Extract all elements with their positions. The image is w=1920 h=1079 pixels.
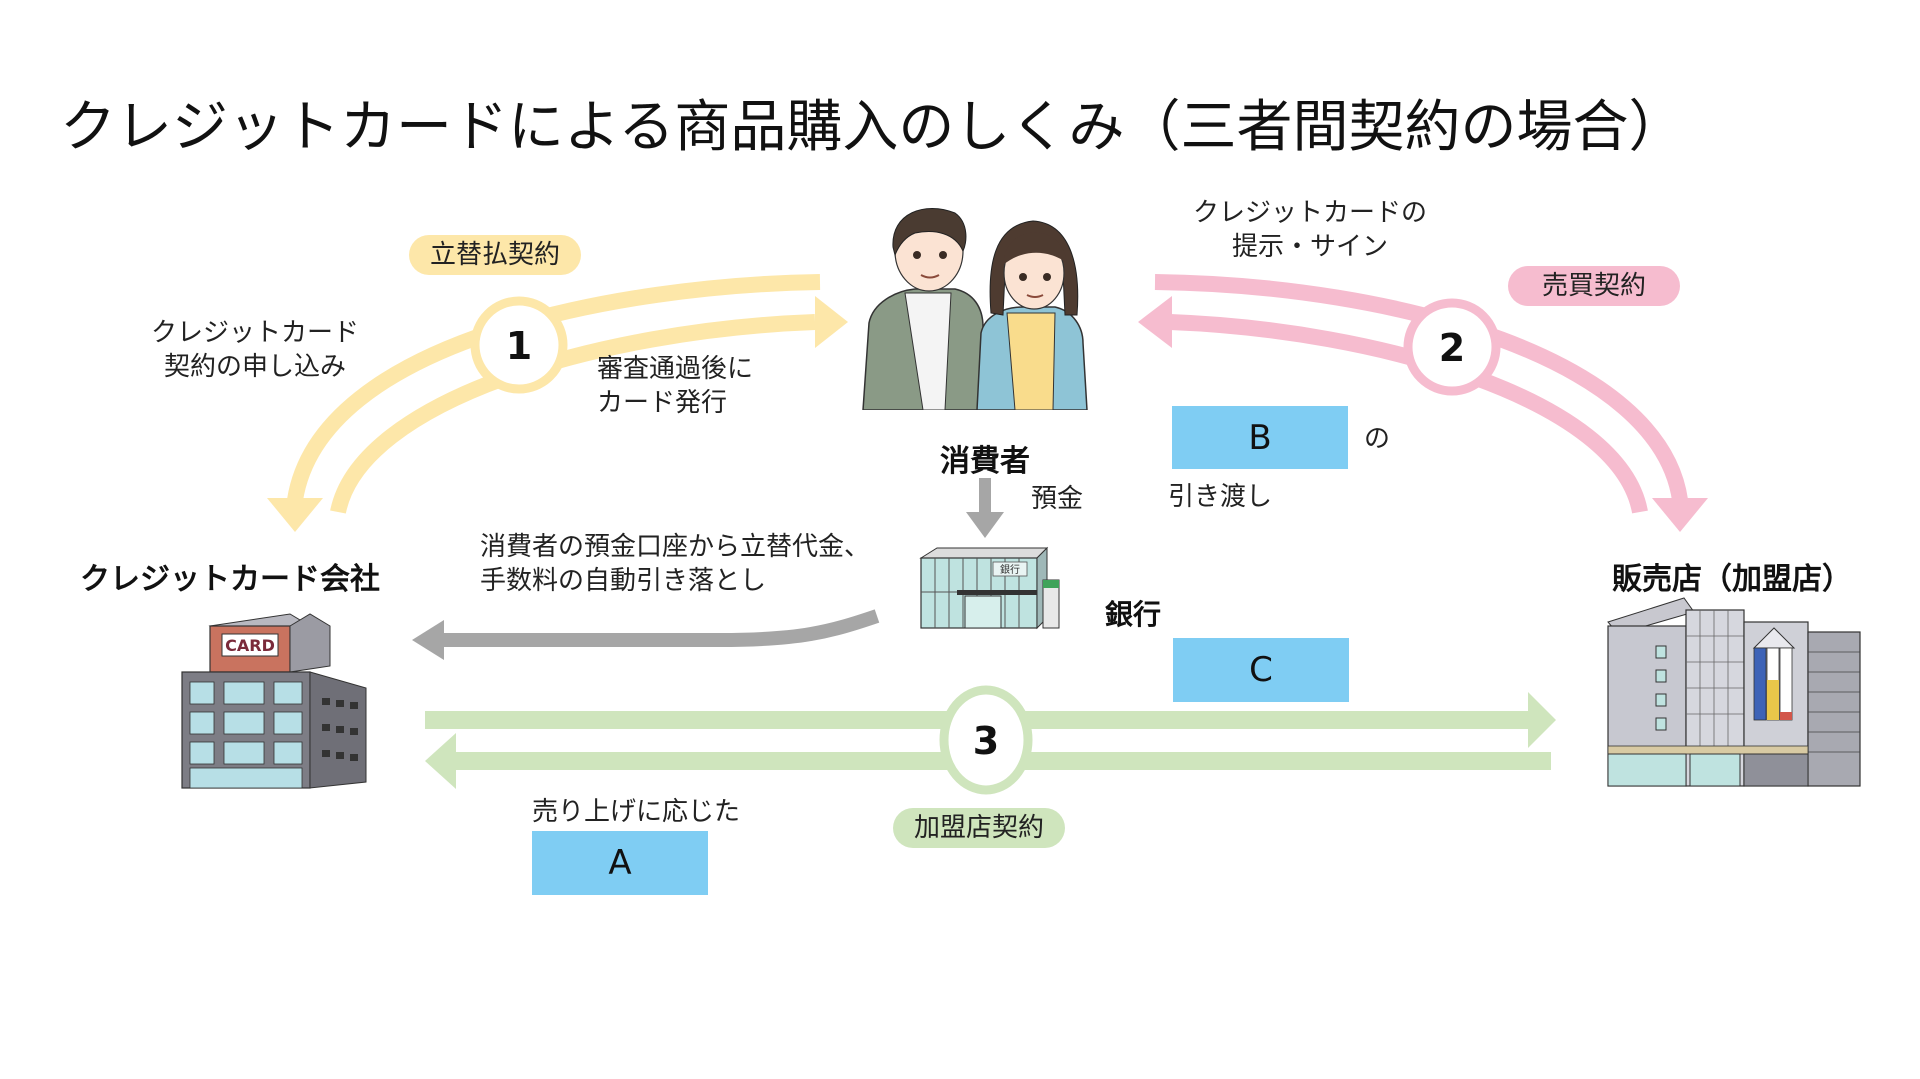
circle-3	[939, 685, 1033, 795]
circle-1	[470, 296, 568, 394]
delivery-text: 引き渡し	[1168, 482, 1273, 512]
arrowhead-down-store	[1652, 498, 1708, 532]
arrowhead-down-card-company	[267, 498, 323, 532]
blank-box-c[interactable]: C	[1173, 638, 1349, 702]
contract-3-arrows: 3	[425, 685, 1556, 795]
sales-proportional-text: 売り上げに応じた	[532, 797, 741, 827]
contract-1-arrows: 1	[267, 274, 848, 532]
consumer-label: 消費者	[940, 444, 1030, 479]
deposit-label: 預金	[1031, 484, 1084, 514]
application-text-line1: クレジットカード	[150, 318, 359, 348]
consumer-illustration	[855, 203, 1089, 411]
card-issue-text-line2: カード発行	[597, 388, 728, 418]
store-building-icon	[1604, 596, 1866, 792]
card-issue-text-line1: 審査通過後に	[597, 354, 754, 384]
bank-sign-text: 銀行	[1000, 563, 1020, 576]
store-label: 販売店（加盟店）	[1612, 562, 1852, 597]
deposit-arrow	[966, 478, 1004, 538]
bank-label: 銀行	[1105, 598, 1162, 631]
auto-debit-text-line1: 消費者の預金口座から立替代金、	[480, 532, 871, 562]
application-text-line2: 契約の申し込み	[163, 352, 346, 382]
card-sign-text: CARD	[225, 636, 275, 655]
present-sign-text: クレジットカードの 提示・サイン	[1165, 196, 1455, 264]
badge-sales-contract: 売買契約	[1508, 266, 1680, 306]
auto-debit-text-line2: 手数料の自動引き落とし	[480, 566, 767, 596]
circle-2-number: 2	[1439, 326, 1465, 370]
arrow-signature-to-store	[1154, 274, 1688, 502]
circle-3-number: 3	[973, 719, 999, 763]
debit-arrow	[412, 609, 880, 660]
arrowhead-left-card-company	[425, 733, 456, 789]
card-company-label: クレジットカード会社	[80, 562, 380, 597]
badge-tatekae-contract: 立替払契約	[409, 235, 581, 275]
blank-box-b[interactable]: B	[1172, 406, 1348, 469]
circle-2	[1403, 298, 1501, 396]
page-title: クレジットカードによる商品購入のしくみ（三者間契約の場合）	[60, 95, 1685, 160]
arrowhead-right-consumer	[815, 296, 848, 348]
present-sign-text-line2: 提示・サイン	[1231, 232, 1388, 262]
badge-merchant-contract: 加盟店契約	[893, 808, 1065, 848]
woman-figure	[976, 220, 1088, 411]
circle-1-number: 1	[506, 324, 532, 368]
arrowhead-left-consumer	[1138, 296, 1172, 348]
man-figure	[862, 207, 986, 411]
contract-2-arrows: 2	[1138, 274, 1708, 532]
blank-b-suffix: の	[1364, 424, 1391, 454]
present-sign-text-line1: クレジットカードの	[1192, 198, 1427, 228]
arrowhead-right-store	[1528, 692, 1556, 748]
auto-debit-text: 消費者の預金口座から立替代金、 手数料の自動引き落とし	[480, 530, 870, 598]
application-text: クレジットカード 契約の申し込み	[130, 316, 380, 384]
blank-box-a[interactable]: A	[532, 831, 708, 895]
card-company-building-icon: CARD	[180, 612, 370, 792]
bank-building-icon: 銀行	[917, 546, 1077, 632]
card-issue-text: 審査通過後に カード発行	[597, 352, 753, 420]
